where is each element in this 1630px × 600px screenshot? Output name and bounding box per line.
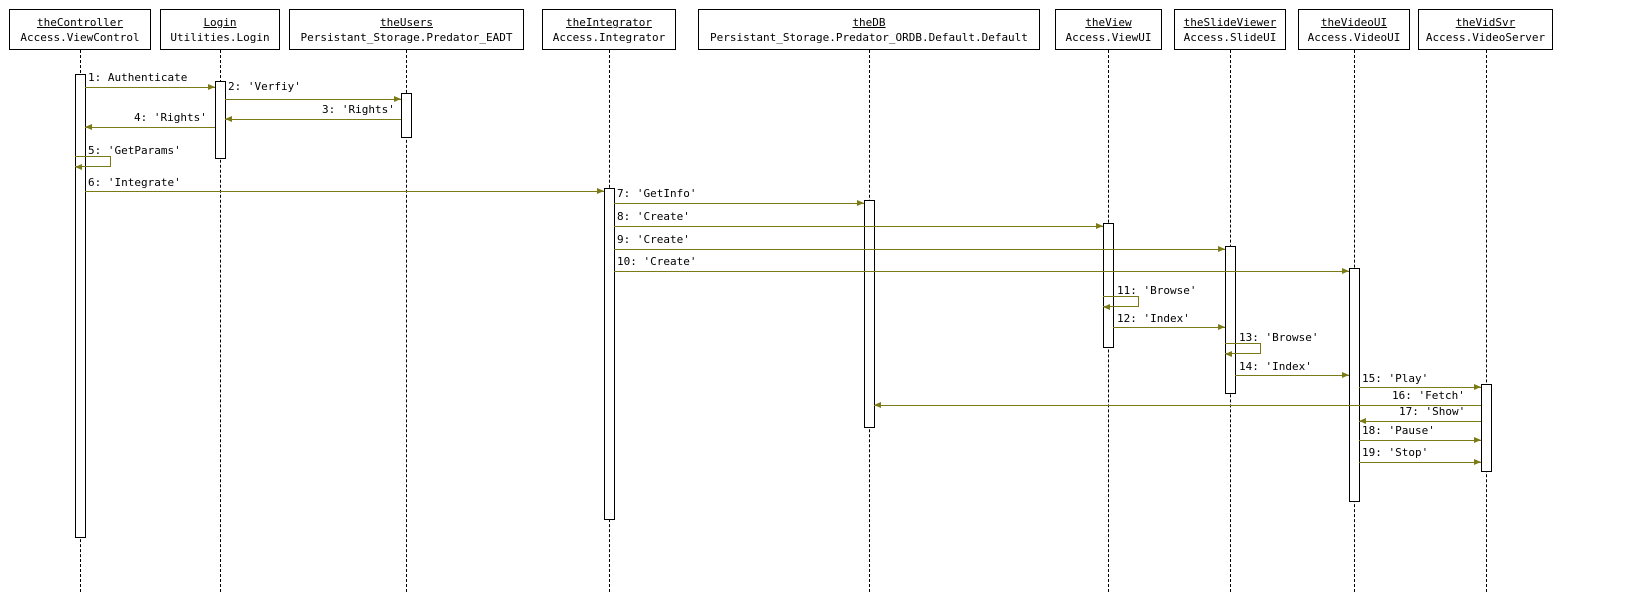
arrowhead-6	[597, 188, 604, 194]
message-label-9: 9: 'Create'	[617, 233, 690, 246]
participant-name-Login: Login	[203, 16, 237, 29]
message-label-15: 15: 'Play'	[1362, 372, 1429, 385]
self-message-11	[1103, 296, 1139, 307]
participant-class-theVidSvr: Access.VideoServer	[1425, 31, 1546, 44]
arrowhead-15	[1474, 384, 1481, 390]
activation-bar-theSlideViewer	[1225, 246, 1236, 394]
arrowhead-16	[874, 402, 881, 408]
lifeline-Login	[220, 50, 221, 592]
activation-bar-theDB	[864, 200, 875, 428]
message-label-16: 16: 'Fetch'	[1392, 389, 1465, 402]
arrowhead-19	[1474, 459, 1481, 465]
message-label-3: 3: 'Rights'	[322, 103, 395, 116]
arrowhead-14	[1342, 372, 1349, 378]
message-label-2: 2: 'Verfiy'	[228, 80, 301, 93]
arrowhead-7	[857, 200, 864, 206]
arrowhead-4	[85, 124, 92, 130]
self-message-5	[75, 156, 111, 167]
message-line-9	[614, 249, 1225, 250]
arrowhead-5	[75, 164, 82, 170]
message-line-19	[1359, 462, 1481, 463]
activation-bar-theVideoUI	[1349, 268, 1360, 502]
arrowhead-1	[208, 84, 215, 90]
message-label-14: 14: 'Index'	[1239, 360, 1312, 373]
message-line-15	[1359, 387, 1481, 388]
arrowhead-9	[1218, 246, 1225, 252]
self-message-13	[1225, 343, 1261, 354]
message-label-7: 7: 'GetInfo'	[617, 187, 697, 200]
message-line-17	[1359, 421, 1481, 422]
participant-name-theIntegrator: theIntegrator	[565, 16, 653, 29]
message-line-1	[85, 87, 215, 88]
participant-name-theSlideViewer: theSlideViewer	[1183, 16, 1277, 29]
participant-class-theView: Access.ViewUI	[1065, 31, 1152, 44]
participant-class-theController: Access.ViewControl	[20, 31, 140, 44]
lifeline-theUsers	[406, 50, 407, 592]
arrowhead-2	[394, 96, 401, 102]
message-line-4	[85, 127, 215, 128]
arrowhead-8	[1096, 223, 1103, 229]
participant-name-theDB: theDB	[852, 16, 886, 29]
participant-name-theVidSvr: theVidSvr	[1455, 16, 1516, 29]
arrowhead-3	[225, 116, 232, 122]
message-line-2	[225, 99, 401, 100]
arrowhead-12	[1218, 324, 1225, 330]
message-label-12: 12: 'Index'	[1117, 312, 1190, 325]
message-line-12	[1113, 327, 1225, 328]
participant-class-theDB: Persistant_Storage.Predator_ORDB.Default…	[710, 31, 1028, 44]
activation-bar-theVidSvr	[1481, 384, 1492, 472]
message-label-5: 5: 'GetParams'	[88, 144, 181, 157]
message-line-3	[225, 119, 401, 120]
message-label-13: 13: 'Browse'	[1239, 331, 1319, 344]
arrowhead-18	[1474, 437, 1481, 443]
activation-bar-theController	[75, 74, 86, 538]
message-line-8	[614, 226, 1103, 227]
participant-name-theController: theController	[36, 16, 124, 29]
arrowhead-17	[1359, 418, 1366, 424]
participant-class-theIntegrator: Access.Integrator	[552, 31, 666, 44]
message-line-14	[1235, 375, 1349, 376]
message-label-19: 19: 'Stop'	[1362, 446, 1429, 459]
message-label-4: 4: 'Rights'	[134, 111, 207, 124]
message-label-18: 18: 'Pause'	[1362, 424, 1435, 437]
participant-class-theUsers: Persistant_Storage.Predator_EADT	[300, 31, 513, 44]
message-line-10	[614, 271, 1349, 272]
message-line-6	[85, 191, 604, 192]
activation-bar-theUsers	[401, 93, 412, 138]
participant-name-theUsers: theUsers	[380, 16, 433, 29]
participant-class-theVideoUI: Access.VideoUI	[1307, 31, 1401, 44]
message-label-17: 17: 'Show'	[1399, 405, 1466, 418]
message-label-8: 8: 'Create'	[617, 210, 690, 223]
participant-name-theView: theView	[1085, 16, 1132, 29]
participant-box-theDB[interactable]: theDB Persistant_Storage.Predator_ORDB.De…	[698, 9, 1040, 50]
lifeline-theVidSvr	[1486, 50, 1487, 592]
activation-bar-theView	[1103, 223, 1114, 348]
arrowhead-13	[1225, 351, 1232, 357]
message-label-11: 11: 'Browse'	[1117, 284, 1197, 297]
message-line-16	[874, 405, 1481, 406]
message-label-6: 6: 'Integrate'	[88, 176, 181, 189]
arrowhead-11	[1103, 304, 1110, 310]
message-label-1: 1: Authenticate	[88, 71, 188, 84]
participant-class-Login: Utilities.Login	[170, 31, 270, 44]
arrowhead-10	[1342, 268, 1349, 274]
message-label-10: 10: 'Create'	[617, 255, 697, 268]
message-line-7	[614, 203, 864, 204]
participant-class-theSlideViewer: Access.SlideUI	[1183, 31, 1277, 44]
message-line-18	[1359, 440, 1481, 441]
participant-box-theVideoUI[interactable]: theVideoUI Access.VideoUI	[1298, 9, 1410, 50]
activation-bar-theIntegrator	[604, 188, 615, 520]
participant-name-theVideoUI: theVideoUI	[1320, 16, 1388, 29]
